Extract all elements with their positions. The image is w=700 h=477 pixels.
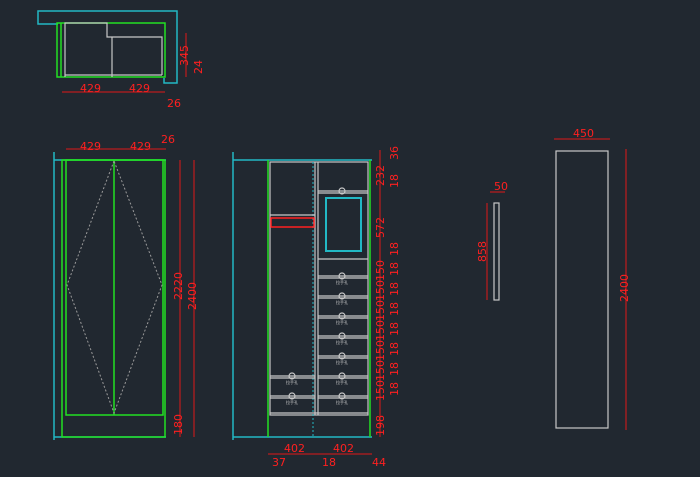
dim-drawer-gap: 18	[388, 282, 401, 296]
mirror	[325, 197, 362, 252]
dim-bottom: 198	[374, 415, 387, 436]
dim-large-width: 450	[573, 127, 594, 140]
dim-small-width: 50	[494, 180, 508, 193]
dim-upper: 232	[374, 165, 387, 186]
handle-icon	[338, 312, 346, 320]
dim-plinth: 180	[172, 414, 185, 435]
top-view: 429 429 26 345 24	[37, 10, 205, 110]
handle-icon	[338, 352, 346, 360]
drawer-label: 拉手孔	[336, 359, 348, 365]
drawer-label: 拉手孔	[336, 299, 348, 305]
dim-right-side: 44	[372, 456, 386, 469]
handle-icon	[338, 332, 346, 340]
dim-drawer: 150	[374, 300, 387, 321]
handle-icon	[338, 372, 346, 380]
dim-width-right: 429	[129, 82, 150, 95]
drawer-label: 拉手孔	[336, 379, 348, 385]
drawer-label: 拉手孔	[336, 399, 348, 405]
dim-mirror: 572	[374, 217, 387, 238]
drawer-label: 拉手孔	[336, 319, 348, 325]
dim-small-height: 858	[476, 241, 489, 262]
dim-drawer: 150	[374, 260, 387, 281]
dim-bay-right: 402	[333, 442, 354, 455]
dim-drawer: 150	[374, 340, 387, 361]
handle-icon	[288, 372, 296, 380]
drawer-label: 拉手孔	[336, 279, 348, 285]
dim-door-height: 2220	[172, 272, 185, 300]
dim-drawer: 150	[374, 320, 387, 341]
dim-door-right: 429	[130, 140, 151, 153]
dim-drawer-gap: 18	[388, 342, 401, 356]
drawer-label: 拉手孔	[286, 399, 298, 405]
dim-gap: 18	[388, 174, 401, 188]
dim-bay-left: 402	[284, 442, 305, 455]
dim-edge: 26	[167, 97, 181, 110]
dim-drawer-gap: 18	[388, 262, 401, 276]
dim-drawer-gap: 18	[388, 322, 401, 336]
interior-elevation: 拉手孔拉手孔拉手孔拉手孔拉手孔拉手孔拉手孔拉手孔拉手孔 36 232 18 57…	[232, 146, 401, 469]
handle-icon	[288, 392, 296, 400]
hanging-rail	[270, 217, 315, 228]
dim-depth: 345	[178, 45, 191, 66]
drawer-label: 拉手孔	[336, 339, 348, 345]
dim-drawer: 150	[374, 380, 387, 401]
side-panel-small: 50 858	[476, 180, 508, 301]
dim-drawer-gap: 18	[388, 382, 401, 396]
dim-drawer-gap: 18	[388, 362, 401, 376]
dim-total-height: 2400	[186, 282, 199, 310]
handle-icon	[338, 272, 346, 280]
dim-mid-side: 18	[322, 456, 336, 469]
dim-door-edge: 26	[161, 133, 175, 146]
dim-back: 24	[192, 60, 205, 74]
dim-large-height: 2400	[618, 274, 631, 302]
dim-gap: 18	[388, 242, 401, 256]
handle-icon	[338, 292, 346, 300]
dim-drawer: 150	[374, 360, 387, 381]
dim-door-left: 429	[80, 140, 101, 153]
dim-top: 36	[388, 146, 401, 160]
dim-drawer: 150	[374, 280, 387, 301]
dim-left-side: 37	[272, 456, 286, 469]
handle-icon	[338, 392, 346, 400]
drawer-label: 拉手孔	[286, 379, 298, 385]
dim-drawer-gap: 18	[388, 302, 401, 316]
side-panel-large: 450 2400	[554, 127, 631, 430]
dim-width-left: 429	[80, 82, 101, 95]
door-elevation: 429 429 26 2220 180 2400	[53, 133, 199, 440]
